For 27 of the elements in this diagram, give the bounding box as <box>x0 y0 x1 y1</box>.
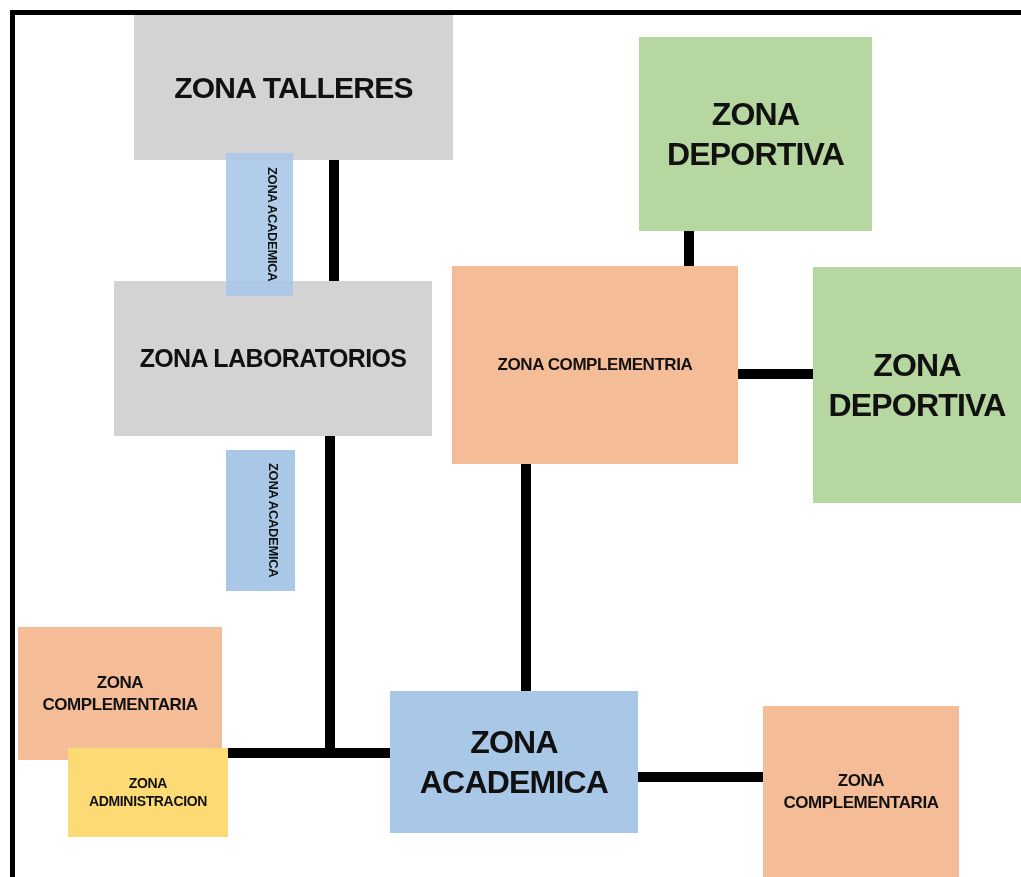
connector-line <box>521 464 531 691</box>
zone-box <box>114 281 432 436</box>
zone-label: ZONA COMPLEMENTARIA <box>782 770 940 813</box>
connector-line <box>329 160 339 281</box>
zone-tag <box>226 450 295 591</box>
zone-label: ZONA ACADEMICA <box>264 462 281 580</box>
zone-box <box>390 691 638 833</box>
zone-label: ZONA ADMINISTRACION <box>88 775 208 810</box>
connector-line <box>738 369 813 379</box>
zone-label: ZONA LABORATORIOS <box>138 342 408 374</box>
zone-box <box>18 627 222 760</box>
zone-label: ZONA ACADEMICA <box>263 166 280 284</box>
zone-tag <box>226 153 293 296</box>
zone-box <box>452 266 738 464</box>
zone-label: ZONA DEPORTIVA <box>827 346 1007 425</box>
zone-label: ZONA ACADEMICA <box>418 723 610 802</box>
zone-box <box>813 267 1021 503</box>
connector-line <box>638 772 763 782</box>
zone-box <box>763 706 959 877</box>
zone-label: ZONA COMPLEMENTRIA <box>496 354 694 376</box>
zone-label: ZONA DEPORTIVA <box>665 95 846 174</box>
connector-line <box>684 231 694 266</box>
zone-label: ZONA COMPLEMENTARIA <box>41 672 199 715</box>
zone-box <box>639 37 872 231</box>
zone-label: ZONA TALLERES <box>173 69 414 106</box>
zone-box <box>134 15 453 160</box>
zone-box <box>68 748 228 837</box>
